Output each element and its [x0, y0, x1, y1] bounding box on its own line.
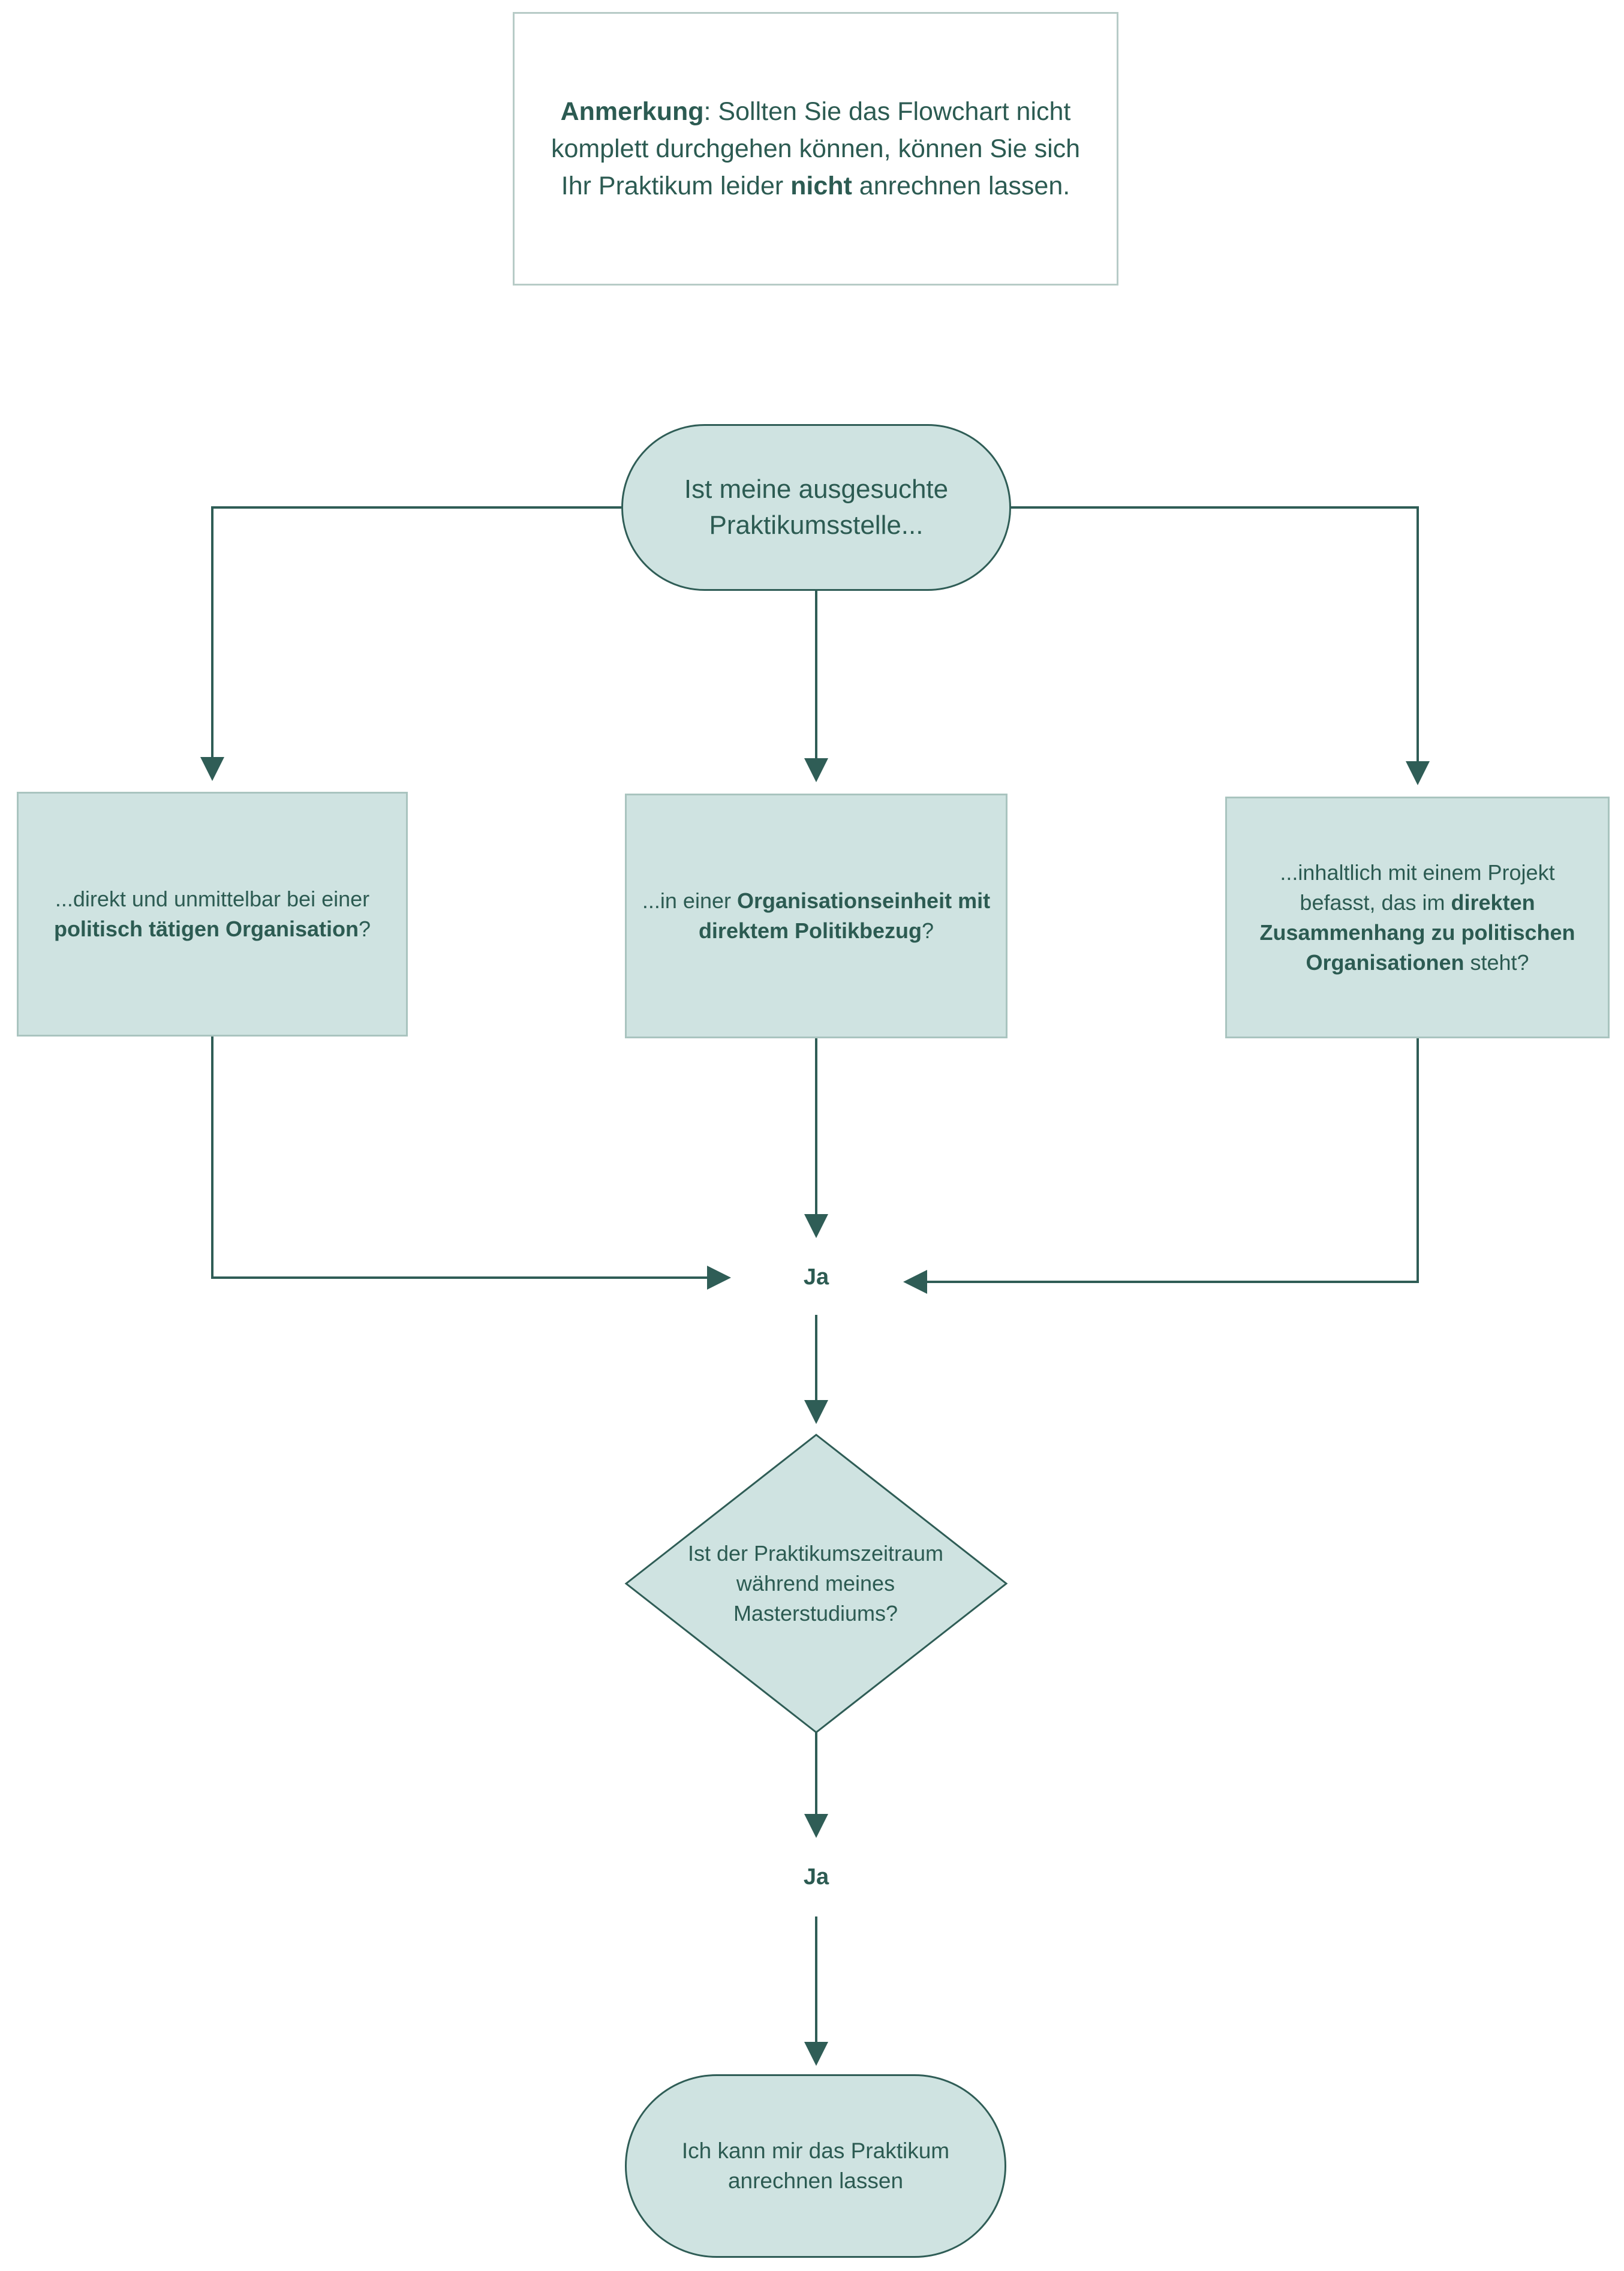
option-left-box: ...direkt und unmittelbar bei einer poli… [17, 792, 408, 1037]
decision-text: Ist der Praktikumszeitraum während meine… [687, 1541, 944, 1626]
note-text-part-1: : Sollten Sie das Flowchart nicht komple… [551, 97, 1081, 200]
ja-label-1: Ja [803, 1264, 829, 1290]
option-left-text: ...direkt und unmittelbar bei einer poli… [33, 884, 392, 944]
note-text: Anmerkung: Sollten Sie das Flowchart nic… [533, 93, 1099, 205]
option-left-bold: politisch tätigen Organisation [53, 917, 359, 941]
option-left-text-1: ...direkt und unmittelbar bei einer [55, 887, 370, 911]
option-left-text-2: ? [359, 917, 371, 941]
ja-label-2: Ja [803, 1864, 829, 1890]
note-box: Anmerkung: Sollten Sie das Flowchart nic… [513, 12, 1118, 286]
option-right-bold: direkten Zusammenhang zu politischen Org… [1259, 890, 1575, 975]
option-center-box: ...in einer Organisationseinheit mit dir… [625, 794, 1008, 1038]
option-right-box: ...inhaltlich mit einem Projekt befasst,… [1225, 797, 1610, 1038]
option-right-text-2: steht? [1464, 950, 1529, 975]
start-terminal: Ist meine ausgesuchte Praktikumsstelle..… [621, 424, 1011, 591]
note-text-part-2: anrechnen lassen. [852, 172, 1070, 200]
arrow-start-to-left [200, 506, 621, 781]
end-terminal: Ich kann mir das Praktikum anrechnen las… [625, 2074, 1006, 2258]
option-center-text-2: ? [922, 918, 934, 943]
option-center-bold: Organisationseinheit mit direktem Politi… [698, 888, 991, 943]
option-center-text: ...in einer Organisationseinheit mit dir… [641, 886, 991, 946]
note-bold-word: nicht [790, 172, 852, 200]
end-text: Ich kann mir das Praktikum anrechnen las… [681, 2138, 950, 2193]
option-right-text: ...inhaltlich mit einem Projekt befasst,… [1241, 858, 1593, 978]
start-text: Ist meine ausgesuchte Praktikumsstelle..… [684, 474, 949, 540]
option-right-text-1: ...inhaltlich mit einem Projekt befasst,… [1280, 860, 1555, 915]
arrow-right-to-ja [903, 1038, 1419, 1294]
note-bold-label: Anmerkung [560, 97, 704, 126]
arrow-start-to-right [1011, 506, 1430, 785]
option-center-text-1: ...in einer [642, 888, 737, 913]
decision-diamond [624, 1434, 1008, 1734]
arrow-left-to-ja [211, 1037, 731, 1290]
